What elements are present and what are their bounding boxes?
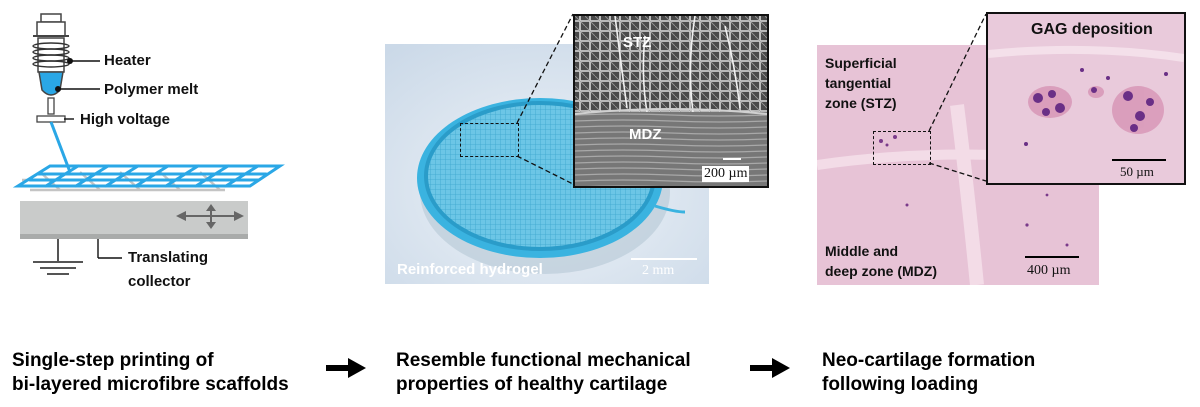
- print-head: [32, 13, 70, 123]
- label-reinforced-hydrogel: Reinforced hydrogel: [397, 261, 543, 278]
- printer-schematic-graphic: [12, 13, 285, 275]
- gag-inset: GAG deposition 50 µm: [986, 12, 1186, 185]
- sem-image-graphic: [575, 16, 767, 186]
- label-mdz-1: Middle and: [825, 243, 899, 259]
- caption-mechanical-2: properties of healthy cartilage: [396, 374, 668, 395]
- scale-bar-photo: [631, 258, 697, 260]
- label-collector: collector: [128, 273, 191, 290]
- label-polymer-melt: Polymer melt: [104, 81, 199, 98]
- label-mdz-2: deep zone (MDZ): [825, 263, 937, 279]
- sem-inset: STZ MDZ 200 µm: [573, 14, 769, 188]
- scale-bar-sem: [723, 158, 741, 160]
- caption-mechanical-1: Resemble functional mechanical: [396, 350, 691, 371]
- label-translating: Translating: [128, 249, 209, 266]
- scale-bar-gag: [1112, 159, 1166, 161]
- zoom-region-box: [460, 123, 519, 157]
- arrow-right-icon: [326, 358, 366, 378]
- histo-zoom-region-box: [873, 131, 931, 165]
- caption-printing-1: Single-step printing of: [12, 350, 214, 371]
- scale-label-gag: 50 µm: [1120, 164, 1154, 179]
- label-stz-3: zone (STZ): [825, 95, 897, 111]
- caption-neocartilage-2: following loading: [822, 374, 979, 395]
- panel-printer-schematic: Heater Polymer melt High voltage Transla…: [0, 0, 330, 300]
- scale-bar-histo: [1025, 256, 1079, 258]
- scale-label-sem: 200 µm: [702, 166, 750, 182]
- label-high-voltage: High voltage: [80, 111, 171, 128]
- gag-image-graphic: [988, 14, 1184, 183]
- caption-neocartilage-1: Neo-cartilage formation: [822, 350, 1036, 371]
- sem-label-stz: STZ: [623, 34, 652, 51]
- label-heater: Heater: [104, 52, 151, 69]
- caption-printing-2: bi-layered microfibre scaffolds: [12, 374, 289, 395]
- label-stz-1: Superficial: [825, 55, 897, 71]
- label-gag-deposition: GAG deposition: [1031, 21, 1153, 38]
- scale-label-histo: 400 µm: [1027, 263, 1071, 278]
- arrow-right-icon-2: [750, 358, 790, 378]
- scale-label-photo: 2 mm: [642, 263, 675, 278]
- sem-label-mdz: MDZ: [629, 126, 662, 143]
- label-stz-2: tangential: [825, 75, 892, 91]
